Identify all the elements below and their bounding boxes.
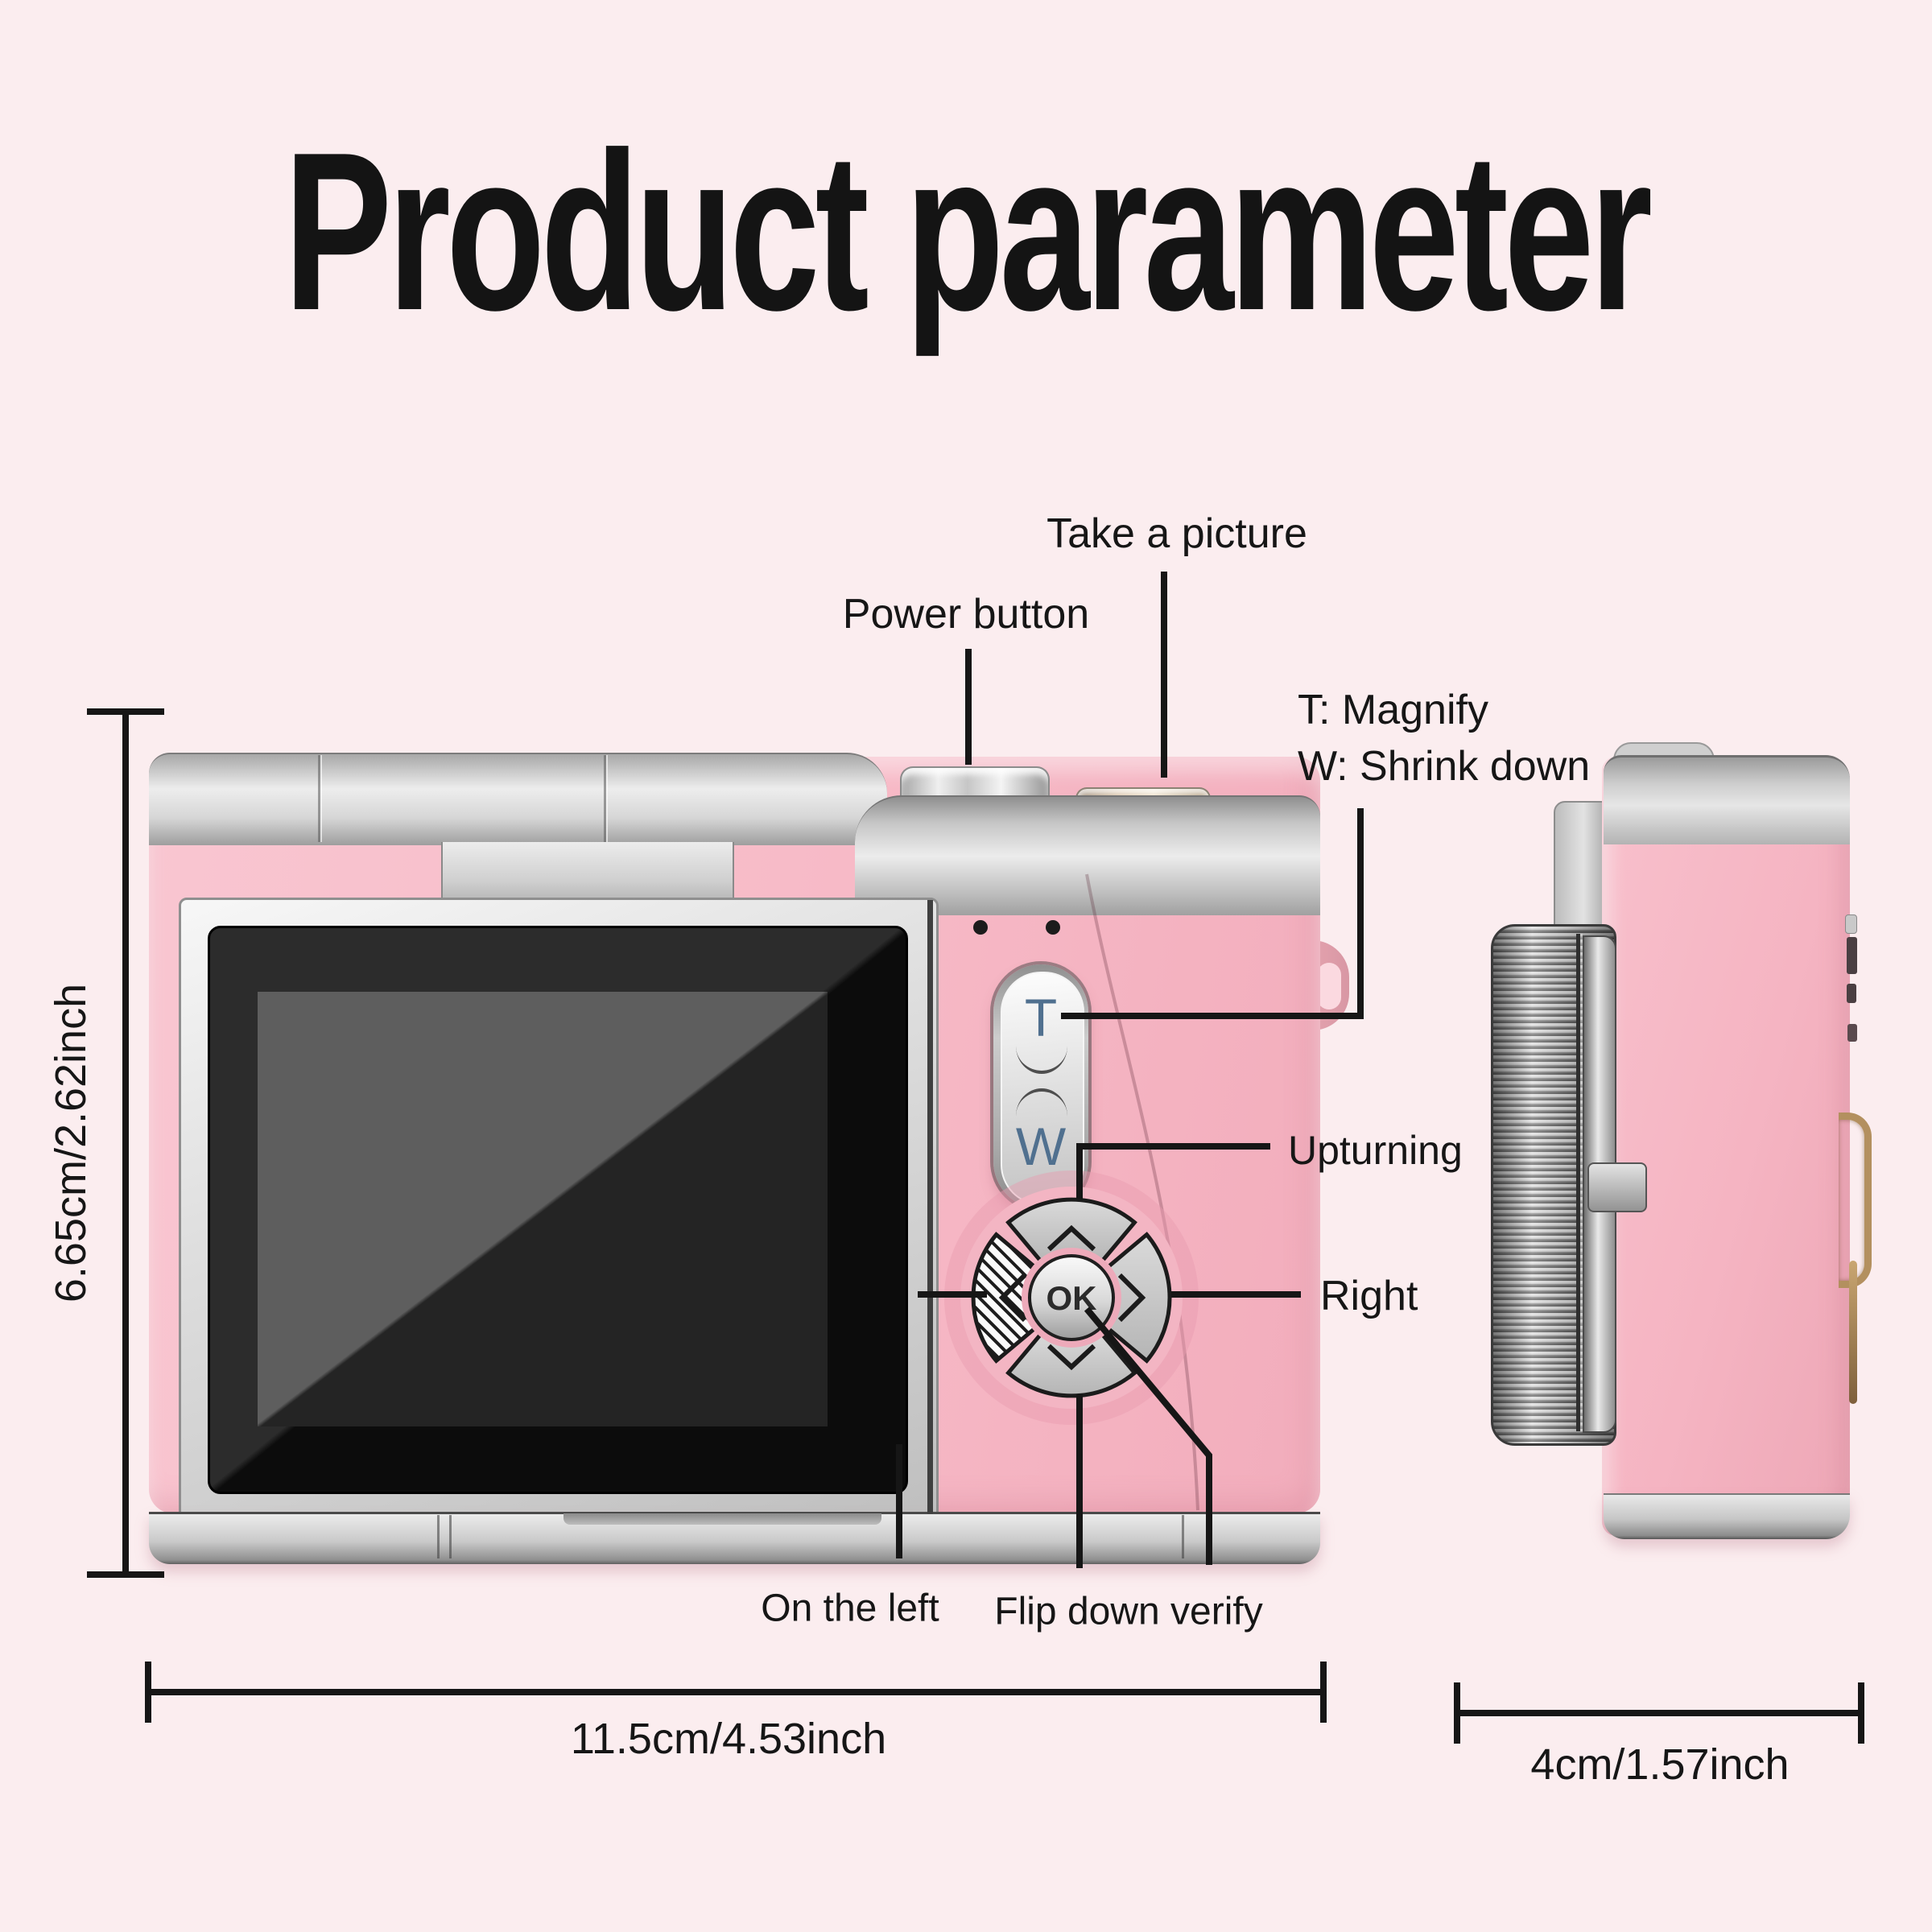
indicator-dot-right [1046, 920, 1060, 935]
chevron-down-icon [1046, 1344, 1096, 1371]
side-button-pin [1845, 914, 1857, 934]
bottom-plate-recess [564, 1513, 881, 1525]
zoom-rocker-t-glyph: T [1024, 988, 1058, 1047]
callout-line-zoom-rocker [1061, 808, 1364, 1019]
side-port-slot [1847, 937, 1857, 974]
camera-body-side [1602, 757, 1850, 1536]
dimension-width-label: 11.5cm/4.53inch [570, 1715, 887, 1763]
callout-line-upturning [1076, 1143, 1270, 1199]
label-zoom-w: W: Shrink down [1298, 743, 1591, 790]
label-power-button: Power button [842, 591, 1090, 638]
label-right: Right [1320, 1273, 1418, 1319]
label-zoom-t: T: Magnify [1298, 687, 1488, 733]
dpad-control: OK [944, 1170, 1199, 1425]
label-take-a-picture: Take a picture [1046, 510, 1307, 557]
lens-ring-divider [1576, 934, 1580, 1431]
side-port-slot [1847, 984, 1856, 1003]
side-bottom-plate [1604, 1493, 1850, 1539]
bottom-plate-seam [449, 1515, 452, 1558]
zoom-rocker-separator-top [1016, 1043, 1067, 1074]
label-on-the-left: On the left [761, 1587, 939, 1630]
chevron-up-icon [1046, 1224, 1096, 1252]
label-upturning: Upturning [1288, 1128, 1463, 1173]
indicator-dot-left [973, 920, 988, 935]
lcd-display [258, 992, 828, 1426]
callout-line-ok-flip-down [1084, 1307, 1212, 1565]
top-plate-hinge [149, 753, 887, 845]
zoom-rocker-w-glyph: W [1015, 1117, 1067, 1176]
hinge-seam [318, 755, 320, 842]
hinge-seam [604, 755, 606, 842]
top-plate-right [855, 795, 1320, 915]
lens-hub [1587, 1162, 1647, 1212]
dimension-depth-label: 4cm/1.57inch [1530, 1740, 1790, 1789]
strap-hook-wire [1849, 1261, 1857, 1404]
dimension-height-label: 6.65cm/2.62inch [47, 983, 95, 1303]
chevron-right-icon [1117, 1273, 1146, 1323]
label-flip-down-verify: Flip down verify [994, 1590, 1263, 1633]
chevron-left-icon [998, 1273, 1027, 1323]
bottom-plate-seam [437, 1515, 440, 1558]
side-top-plate [1604, 755, 1850, 844]
lcd-frame-seam [927, 900, 933, 1513]
side-port-slot [1847, 1024, 1857, 1042]
bottom-plate-seam [1182, 1515, 1184, 1558]
strap-lug-hole [1317, 963, 1341, 1009]
zoom-rocker-separator-bottom [1016, 1088, 1067, 1119]
page-title: Product parameter [283, 106, 1653, 357]
